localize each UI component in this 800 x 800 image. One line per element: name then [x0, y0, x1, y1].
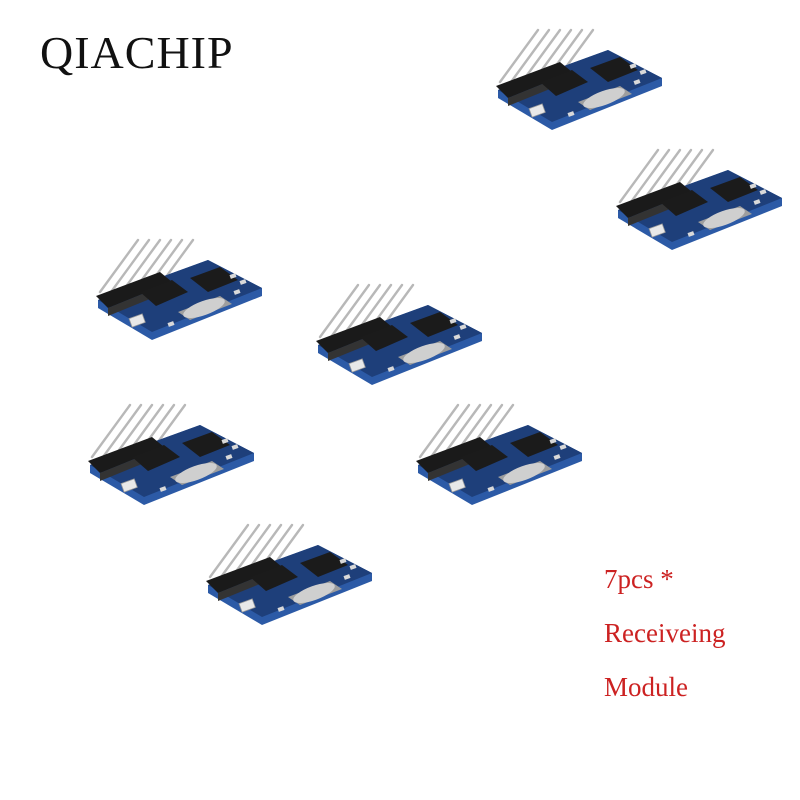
learn-button [128, 313, 146, 328]
product-caption: 7pcs * Receiveing Module [604, 552, 725, 714]
learn-button [528, 103, 546, 118]
crystal-oscillator [398, 341, 452, 365]
crystal-oscillator [170, 461, 224, 485]
ic-chip [360, 325, 408, 351]
learn-button [648, 223, 666, 238]
crystal-oscillator [698, 206, 752, 230]
header-pins [318, 283, 415, 339]
crystal-oscillator [498, 461, 552, 485]
rf-receiver-module-icon [400, 395, 590, 525]
ic-chip [460, 445, 508, 471]
caption-line-module: Module [604, 672, 688, 702]
brand-logo-text: QIACHIP [40, 27, 234, 78]
caption-line-quantity: 7pcs * [604, 564, 674, 594]
learn-button [238, 598, 256, 613]
rf-receiver-module-icon [80, 230, 270, 360]
rf-receiver-module-icon [600, 140, 790, 270]
ic-chip [132, 445, 180, 471]
crystal-oscillator [578, 86, 632, 110]
ic-chip [660, 190, 708, 216]
rf-receiver-module-icon [190, 515, 380, 645]
ic-chip [540, 70, 588, 96]
rf-receiver-module-icon [480, 20, 670, 150]
ic-chip [250, 565, 298, 591]
caption-line-receiving: Receiveing [604, 618, 726, 648]
learn-button [120, 478, 138, 493]
learn-button [348, 358, 366, 373]
rf-receiver-module-icon [300, 275, 490, 405]
learn-button [448, 478, 466, 493]
ic-chip [140, 280, 188, 306]
crystal-oscillator [288, 581, 342, 605]
rf-receiver-module-icon [72, 395, 262, 525]
crystal-oscillator [178, 296, 232, 320]
